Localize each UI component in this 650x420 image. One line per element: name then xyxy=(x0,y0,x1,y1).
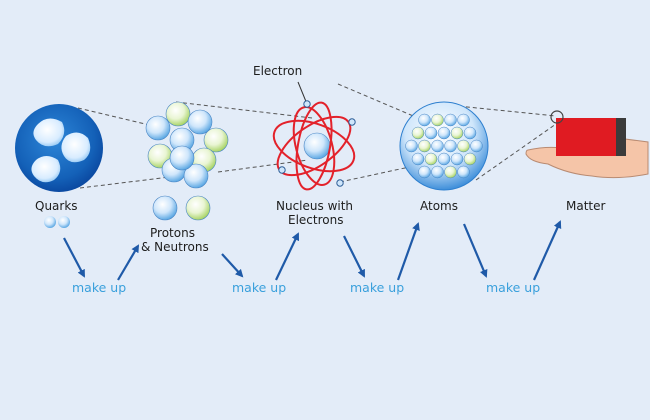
atom-neutron-icon xyxy=(444,165,457,179)
make-up-label: make up xyxy=(350,280,405,295)
arrow-down-icon xyxy=(221,253,244,278)
arrow-up-icon xyxy=(275,232,300,281)
matter-block-shadow xyxy=(616,118,626,156)
nucleus-illustration xyxy=(272,81,356,191)
label-nucleus-line1: Nucleus with xyxy=(276,199,354,213)
proton-icon xyxy=(183,163,209,189)
atom-proton-icon xyxy=(411,152,425,166)
connector-protons-top xyxy=(175,101,313,119)
proton-icon xyxy=(145,115,171,141)
arrow-up-icon xyxy=(532,220,562,281)
atom-proton-icon xyxy=(437,126,451,140)
orbit-ring xyxy=(272,119,356,173)
atom-proton-icon xyxy=(444,139,457,153)
atom-proton-icon xyxy=(418,113,431,127)
orbit-ring xyxy=(295,101,333,191)
dashed-connectors xyxy=(77,83,557,189)
electron-pointer-line xyxy=(297,81,308,105)
arrow-down-icon xyxy=(63,237,85,278)
atom-proton-icon xyxy=(405,139,418,153)
quark-small-icon xyxy=(44,216,56,228)
atom-neutron-icon xyxy=(418,139,431,153)
make-up-arrows xyxy=(63,220,562,281)
connector-nucleus-bottom xyxy=(339,165,415,183)
nucleus-core xyxy=(303,132,331,160)
atom-proton-icon xyxy=(463,126,477,140)
arrow-up-icon xyxy=(117,244,140,281)
connector-protons-bottom xyxy=(217,159,309,173)
atom-proton-icon xyxy=(470,139,483,153)
atom-neutron-icon xyxy=(431,113,444,127)
arrow-up-icon xyxy=(396,222,420,281)
atom-proton-icon xyxy=(424,126,438,140)
make-up-label: make up xyxy=(72,280,127,295)
neutron-icon xyxy=(165,101,191,127)
quark-small-icon xyxy=(58,216,70,228)
proton-icon xyxy=(169,145,195,171)
atom-proton-icon xyxy=(431,139,444,153)
connector-atoms-top xyxy=(437,103,557,117)
arrow-down-icon xyxy=(462,223,488,278)
electron-dot xyxy=(303,100,311,108)
electron-dot xyxy=(336,179,344,187)
connector-quarks-bottom xyxy=(79,175,179,189)
label-protons-line1: Protons xyxy=(150,226,195,240)
proton-icon xyxy=(187,109,213,135)
atom-neutron-icon xyxy=(424,152,438,166)
atom-neutron-icon xyxy=(411,126,425,140)
atom-proton-icon xyxy=(431,165,444,179)
neutron-legend-icon xyxy=(185,195,211,221)
atom-proton-icon xyxy=(444,113,457,127)
connector-nucleus-top xyxy=(337,83,419,119)
make-up-label: make up xyxy=(486,280,541,295)
quark-blob xyxy=(33,118,65,147)
atom-proton-icon xyxy=(457,165,470,179)
electron-dot xyxy=(278,166,286,174)
make-up-label: make up xyxy=(232,280,287,295)
arrow-down-icon xyxy=(343,235,365,278)
proton-legend-icon xyxy=(152,195,178,221)
label-electron: Electron xyxy=(253,64,303,78)
label-quarks: Quarks xyxy=(35,199,78,213)
atom-neutron-icon xyxy=(463,152,477,166)
neutron-icon xyxy=(203,127,229,153)
atom-proton-icon xyxy=(457,113,470,127)
matter-illustration xyxy=(525,110,649,179)
atom-proton-icon xyxy=(418,165,431,179)
connector-atoms-bottom xyxy=(475,123,557,181)
atom-proton-icon xyxy=(450,152,464,166)
atom-neutron-icon xyxy=(457,139,470,153)
electron-dot xyxy=(348,118,356,126)
matter-block xyxy=(556,118,622,156)
atom-proton-icon xyxy=(437,152,451,166)
label-protons-line2: & Neutrons xyxy=(141,240,209,254)
label-matter: Matter xyxy=(566,199,606,213)
atoms-illustration xyxy=(399,101,489,191)
nucleon-cluster-illustration xyxy=(145,101,229,221)
quarks-illustration xyxy=(15,104,103,228)
atom-neutron-icon xyxy=(450,126,464,140)
atom-grid xyxy=(405,113,483,179)
quark-blob xyxy=(31,156,61,183)
quark-blob xyxy=(61,132,91,163)
label-atoms: Atoms xyxy=(420,199,458,213)
matter-highlight-circle xyxy=(550,110,564,124)
label-nucleus-line2: Electrons xyxy=(288,213,344,227)
